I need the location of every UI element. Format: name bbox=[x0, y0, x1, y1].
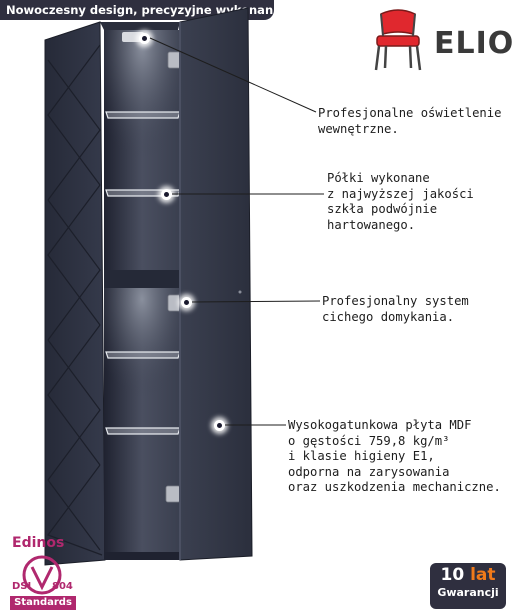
annotation-soft-close: Profesjonalny system cichego domykania. bbox=[322, 294, 469, 324]
annotation-lighting: Profesjonalne oświetlenie wewnętrzne. bbox=[318, 106, 502, 136]
pointer-soft-close bbox=[181, 297, 192, 308]
brand-logo: ELIOR bbox=[368, 8, 515, 78]
pointer-mdf bbox=[214, 420, 225, 431]
pointer-lighting bbox=[139, 33, 150, 44]
annotation-mdf-board: Wysokogatunkowa płyta MDF o gęstości 759… bbox=[288, 418, 501, 494]
edinos-certificate-badge: Edinos DSI 804 Standards bbox=[4, 535, 80, 613]
warranty-badge: 10 lat Gwarancji bbox=[430, 563, 506, 609]
certificate-code-right: 804 bbox=[52, 581, 73, 592]
certificate-code-left: DSI bbox=[12, 581, 32, 592]
certificate-name: Edinos bbox=[12, 535, 65, 551]
certificate-label: Standards bbox=[10, 596, 76, 610]
annotation-glass-shelves: Półki wykonane z najwyższej jakości szkł… bbox=[327, 171, 474, 232]
warranty-label: Gwarancji bbox=[437, 586, 499, 599]
warranty-years: 10 lat bbox=[430, 565, 506, 585]
warranty-years-unit: lat bbox=[470, 565, 496, 585]
pointer-shelves bbox=[161, 189, 172, 200]
red-chair-icon bbox=[374, 9, 422, 71]
brand-name: ELIOR bbox=[434, 26, 515, 61]
warranty-years-number: 10 bbox=[440, 565, 465, 585]
certificate-emblem-icon bbox=[22, 555, 62, 595]
